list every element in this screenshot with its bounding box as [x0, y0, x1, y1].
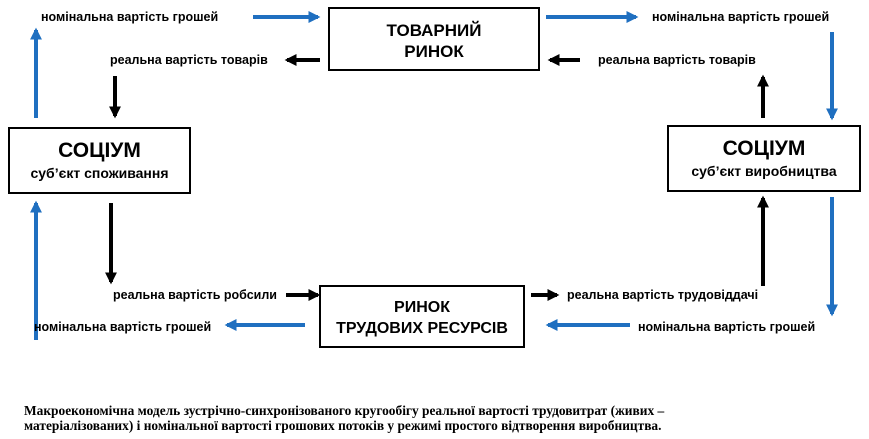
label-bottom-right-nominal: номінальна вартість грошей — [638, 320, 816, 334]
society-consumption-title: СОЦІУМ — [58, 139, 141, 162]
label-left-real-goods: реальна вартість товарів — [110, 53, 268, 67]
figure-caption: Макроекономічна модель зустрічно-синхрон… — [24, 403, 854, 433]
caption-line2: матеріалізованих) і номінальної вартості… — [24, 418, 662, 433]
label-right-real-goods: реальна вартість товарів — [598, 53, 756, 67]
society-consumption-subtitle: суб’єкт споживання — [30, 165, 169, 181]
label-bottom-left-nominal: номінальна вартість грошей — [34, 320, 212, 334]
goods-market-line2: РИНОК — [404, 42, 464, 61]
labor-market-line1: РИНОК — [394, 299, 450, 316]
label-top-right-nominal: номінальна вартість грошей — [652, 10, 830, 24]
label-top-left-nominal: номінальна вартість грошей — [41, 10, 219, 24]
goods-market-box: ТОВАРНИЙ РИНОК — [328, 7, 540, 71]
society-production-title: СОЦІУМ — [722, 137, 806, 160]
society-production-box: СОЦІУМ суб’єкт виробництва — [667, 125, 861, 192]
society-production-subtitle: суб’єкт виробництва — [691, 163, 837, 179]
labor-market-line2: ТРУДОВИХ РЕСУРСІВ — [336, 320, 508, 337]
label-real-labor-output: реальна вартість трудовіддачі — [567, 288, 759, 302]
labor-market-box: РИНОК ТРУДОВИХ РЕСУРСІВ — [319, 285, 525, 348]
goods-market-line1: ТОВАРНИЙ — [386, 21, 482, 40]
label-real-labor-power: реальна вартість робсили — [113, 288, 277, 302]
caption-line1: Макроекономічна модель зустрічно-синхрон… — [24, 403, 665, 418]
society-consumption-box: СОЦІУМ суб’єкт споживання — [8, 127, 191, 194]
